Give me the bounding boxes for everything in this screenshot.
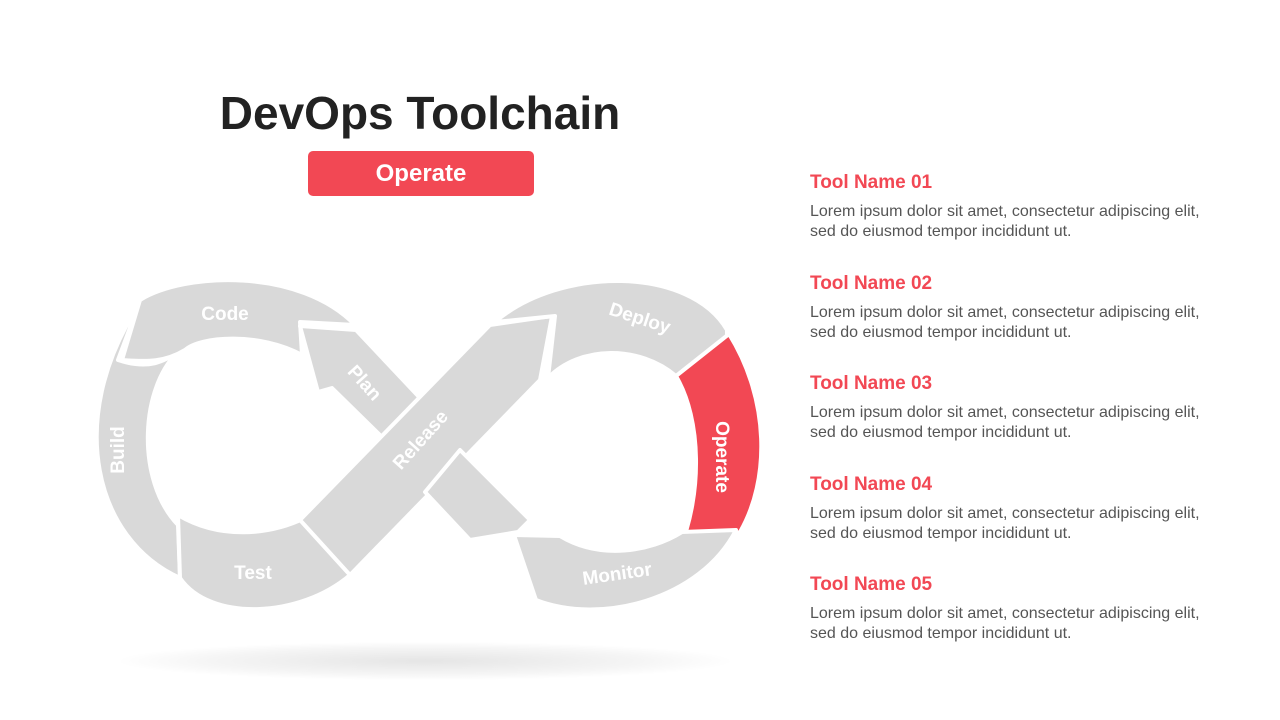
tool-description: Lorem ipsum dolor sit amet, consectetur … — [810, 303, 1200, 341]
page-title: DevOps Toolchain — [219, 87, 621, 139]
segment-release[interactable] — [298, 314, 554, 577]
tool-name: Tool Name 05 — [810, 574, 933, 595]
tool-description: Lorem ipsum dolor sit amet, consectetur … — [810, 203, 1200, 240]
segment-crossing-lower — [423, 448, 532, 542]
tool-item: Tool Name 01 Lorem ipsum dolor sit amet,… — [810, 172, 1240, 273]
tool-name: Tool Name 01 — [810, 172, 933, 193]
tool-item: Tool Name 04 Lorem ipsum dolor sit amet,… — [810, 474, 1240, 575]
tool-item: Tool Name 05 Lorem ipsum dolor sit amet,… — [810, 574, 1240, 675]
diagram-shadow — [120, 642, 730, 680]
label-code: Code — [201, 304, 249, 325]
tool-list: Tool Name 01 Lorem ipsum dolor sit amet,… — [810, 172, 1240, 675]
tool-name: Tool Name 02 — [810, 272, 933, 294]
tool-item: Tool Name 02 Lorem ipsum dolor sit amet,… — [810, 273, 1240, 374]
segment-code[interactable] — [120, 278, 357, 363]
label-operate: Operate — [711, 421, 732, 493]
tool-description: Lorem ipsum dolor sit amet, consectetur … — [810, 504, 1200, 542]
devops-infinity-diagram: Code Build Test Plan Release Deploy Oper… — [94, 278, 764, 612]
tool-name: Tool Name 03 — [810, 373, 933, 394]
tool-item: Tool Name 03 Lorem ipsum dolor sit amet,… — [810, 373, 1240, 474]
label-build: Build — [108, 426, 129, 474]
tool-description: Lorem ipsum dolor sit amet, consectetur … — [810, 404, 1200, 441]
label-test: Test — [234, 563, 272, 584]
tool-description: Lorem ipsum dolor sit amet, consectetur … — [810, 605, 1200, 642]
segment-monitor[interactable] — [512, 528, 738, 612]
tool-name: Tool Name 04 — [810, 473, 933, 495]
active-stage-badge: Operate — [308, 151, 534, 196]
